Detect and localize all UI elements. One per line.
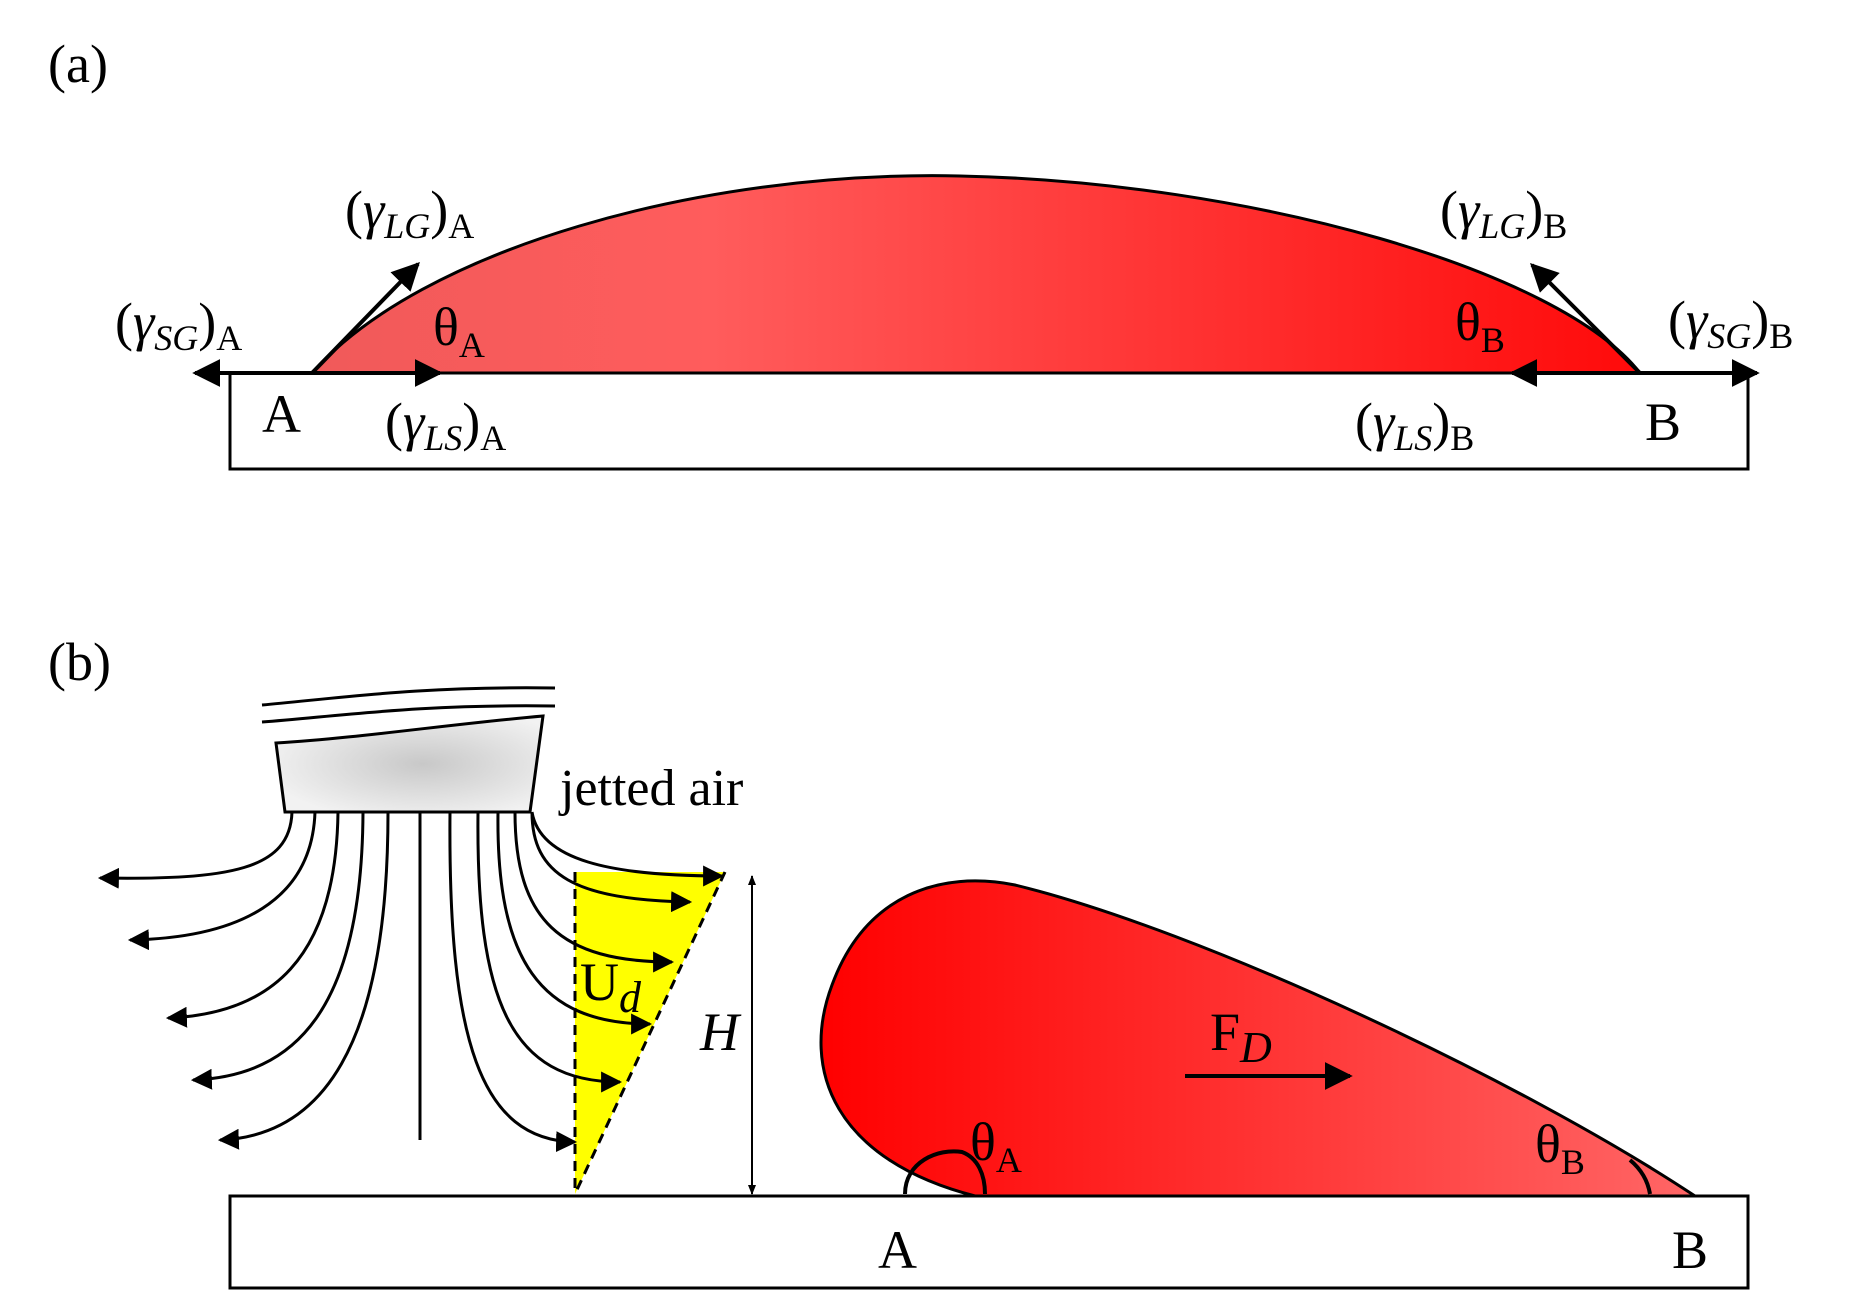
theta-a-arc: [903, 1149, 987, 1195]
streamline: [530, 811, 693, 913]
droplet-b: [819, 879, 1700, 1198]
streamline: [97, 811, 294, 889]
label-gamma-lg-b: (γLG)B: [1440, 180, 1567, 246]
panel-a: (a) (γLG)A (γSG)A θA A (γLS)A (γLG)B θB …: [48, 34, 1793, 471]
label-h: H: [699, 1002, 742, 1062]
label-theta-b-b: θB: [1535, 1114, 1585, 1182]
streamline: [513, 811, 675, 973]
streamline: [476, 811, 623, 1093]
label-theta-a: θA: [433, 297, 485, 365]
nozzle-break-line-top: [261, 686, 556, 707]
panel-b: (b) jetted air: [48, 632, 1750, 1290]
droplet-a: [308, 174, 1644, 375]
streamline: [448, 811, 578, 1153]
streamline: [190, 811, 365, 1090]
nozzle-break-line-bottom: [261, 704, 556, 724]
streamline: [165, 811, 340, 1028]
substrate-a: [228, 371, 1750, 471]
gamma-lg-b-arrow: [1530, 263, 1642, 375]
point-a-label: A: [262, 384, 301, 444]
streamlines-right: [418, 811, 725, 1153]
jetted-air-label: jetted air: [558, 760, 743, 817]
theta-b-arc: [1628, 1158, 1652, 1195]
panel-b-label: (b): [48, 632, 111, 692]
label-gamma-sg-a: (γSG)A: [115, 292, 242, 358]
streamline: [127, 811, 317, 951]
label-fd: FD: [1210, 1002, 1272, 1072]
point-b-label-b: B: [1672, 1220, 1708, 1280]
streamline: [217, 811, 390, 1150]
label-gamma-ls-a: (γLS)A: [385, 392, 506, 458]
label-gamma-lg-a: (γLG)A: [345, 180, 474, 246]
label-theta-b: θB: [1455, 292, 1505, 360]
label-ud: Ud: [580, 952, 642, 1022]
streamline: [530, 811, 725, 887]
streamlines-left: [97, 811, 390, 1150]
gamma-lg-a-arrow: [310, 261, 420, 375]
label-gamma-ls-b: (γLS)B: [1355, 392, 1474, 458]
substrate-b: [228, 1194, 1750, 1290]
label-theta-a-b: θA: [970, 1112, 1022, 1180]
point-b-label: B: [1645, 392, 1681, 452]
panel-a-label: (a): [48, 34, 108, 94]
streamline: [496, 811, 653, 1035]
nozzle: [274, 714, 545, 814]
point-a-label-b: A: [878, 1220, 917, 1280]
label-gamma-sg-b: (γSG)B: [1668, 290, 1793, 356]
